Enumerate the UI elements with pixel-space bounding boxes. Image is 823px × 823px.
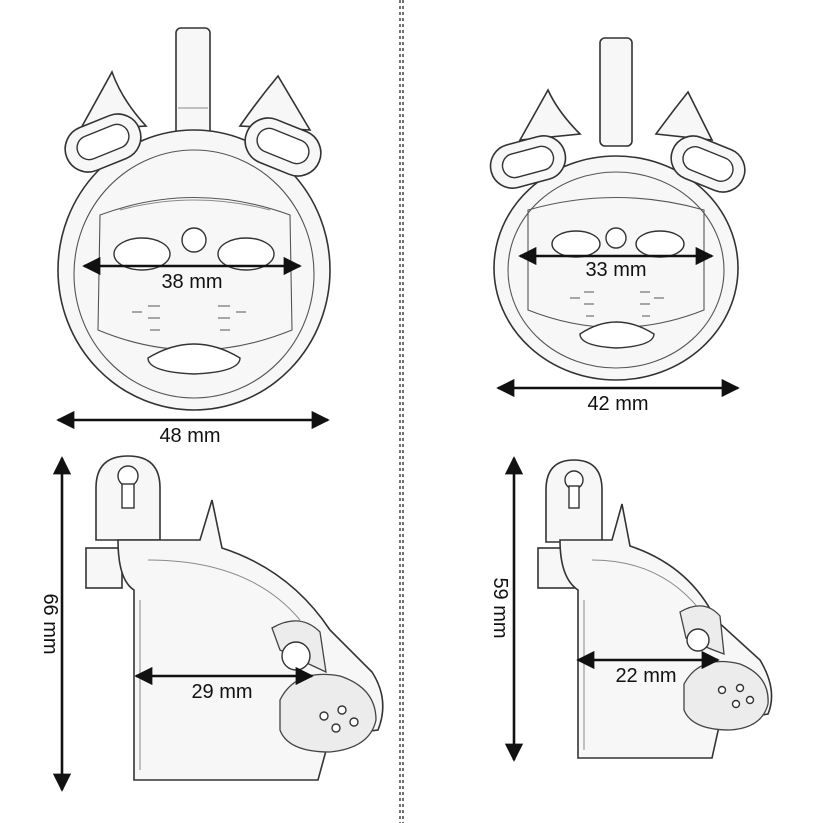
small-front-inner-dimension: 33 mm [518, 246, 714, 281]
large-side-height-dimension: 66 mm [39, 456, 72, 792]
large-side-depth-label: 29 mm [191, 681, 252, 703]
large-front-outer-width-label: 48 mm [159, 425, 220, 447]
large-front-inner-dimension: 38 mm [82, 256, 302, 293]
left-eye-loop [64, 113, 142, 173]
small-side-height-dimension: 59 mm [489, 456, 524, 762]
small-side-view [537, 459, 773, 759]
large-front-outer-dimension: 48 mm [56, 410, 330, 447]
large-side-height-label: 66 mm [39, 593, 61, 654]
small-side-depth-label: 22 mm [615, 665, 676, 687]
small-side-height-label: 59 mm [489, 577, 511, 638]
large-front-inner-width-label: 38 mm [161, 271, 222, 293]
small-left-eye-loop [489, 135, 567, 189]
large-side-view [85, 455, 384, 781]
small-side-depth-dimension: 22 mm [576, 650, 720, 687]
right-eye-loop [244, 117, 322, 177]
small-right-eye-loop [670, 135, 746, 193]
center-divider [399, 0, 404, 823]
small-front-outer-dimension: 42 mm [496, 378, 740, 415]
large-side-depth-dimension: 29 mm [134, 666, 314, 703]
large-front-view [57, 27, 331, 411]
small-front-view [489, 37, 746, 381]
small-front-outer-width-label: 42 mm [587, 393, 648, 415]
small-front-inner-width-label: 33 mm [585, 259, 646, 281]
